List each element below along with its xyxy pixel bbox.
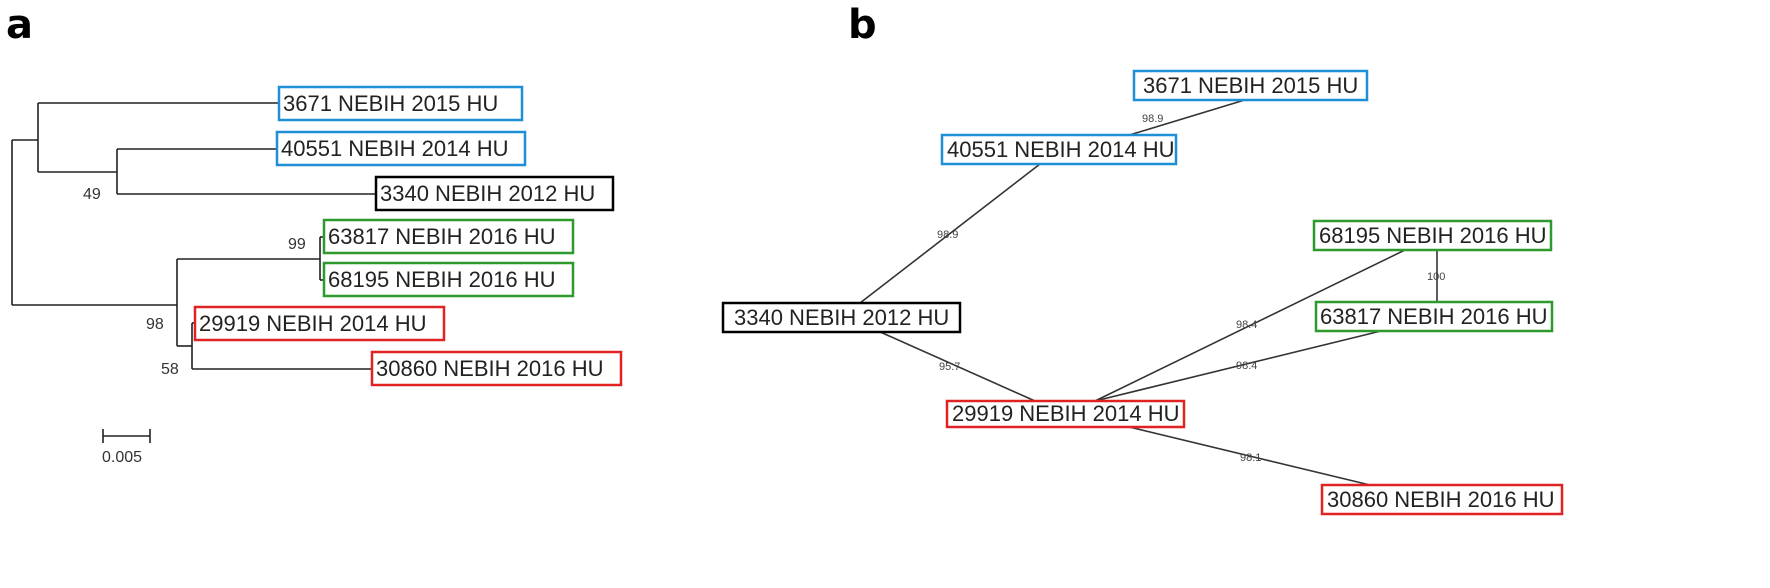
node-frame	[1312, 219, 1553, 252]
panel-a-tree-branches	[11, 102, 376, 370]
node-box: 68195 NEBIH 2016 HU	[1312, 219, 1553, 252]
edge-label: 98.1	[1240, 452, 1261, 464]
node-label: 30860 NEBIH 2016 HU	[1327, 487, 1554, 512]
support-value: 49	[83, 186, 101, 203]
node-frame	[721, 301, 962, 334]
leaf-box: 30860 NEBIH 2016 HU	[370, 350, 623, 387]
edge-63817-29919	[1094, 329, 1386, 402]
panel-b-edge-labels: 98.9 98.9 100 98.4 98.4 95.7 98.1	[937, 113, 1445, 464]
leaf-frame	[370, 350, 623, 387]
edge-label: 98.4	[1236, 319, 1257, 331]
node-box: 3671 NEBIH 2015 HU	[1132, 69, 1369, 102]
node-frame	[940, 133, 1178, 166]
leaf-box: 3671 NEBIH 2015 HU	[277, 85, 524, 122]
leaf-label: 68195 NEBIH 2016 HU	[328, 267, 555, 292]
edge-label: 98.9	[1142, 113, 1163, 125]
edge-40551-3340	[859, 163, 1041, 304]
node-box: 30860 NEBIH 2016 HU	[1320, 483, 1564, 516]
panel-a-supports: 49 99 98 58	[83, 186, 306, 378]
edge-3340-29919	[877, 330, 1036, 402]
scale-bar-label: 0.005	[102, 449, 142, 466]
leaf-box: 68195 NEBIH 2016 HU	[322, 261, 575, 298]
support-value: 98	[146, 316, 164, 333]
node-box: 3340 NEBIH 2012 HU	[721, 301, 962, 334]
leaf-label: 3671 NEBIH 2015 HU	[283, 91, 498, 116]
leaf-label: 3340 NEBIH 2012 HU	[380, 181, 595, 206]
node-box: 29919 NEBIH 2014 HU	[945, 399, 1186, 429]
leaf-label: 30860 NEBIH 2016 HU	[376, 356, 603, 381]
leaf-frame	[374, 175, 615, 212]
leaf-box: 40551 NEBIH 2014 HU	[275, 130, 527, 167]
edge-label: 100	[1427, 271, 1445, 283]
node-label: 63817 NEBIH 2016 HU	[1320, 304, 1547, 329]
node-frame	[1320, 483, 1564, 516]
panel-a: a 49 99 98 5	[6, 2, 623, 466]
panel-a-leaves: 3671 NEBIH 2015 HU 40551 NEBIH 2014 HU 3…	[193, 85, 623, 387]
edge-29919-30860	[1124, 425, 1371, 486]
panel-b: b 98.9 98.9 100 98.4 98.4 95.7 98.1 3671…	[721, 2, 1564, 516]
leaf-label: 29919 NEBIH 2014 HU	[199, 311, 426, 336]
leaf-frame	[275, 130, 527, 167]
edge-label: 98.4	[1236, 360, 1257, 372]
leaf-box: 29919 NEBIH 2014 HU	[193, 305, 446, 342]
leaf-frame	[322, 261, 575, 298]
support-value: 99	[288, 236, 306, 253]
leaf-label: 63817 NEBIH 2016 HU	[328, 224, 555, 249]
node-frame	[945, 399, 1186, 429]
leaf-frame	[322, 218, 575, 255]
node-frame	[1314, 300, 1554, 333]
node-label: 3671 NEBIH 2015 HU	[1143, 73, 1358, 98]
node-box: 63817 NEBIH 2016 HU	[1314, 300, 1554, 333]
leaf-label: 40551 NEBIH 2014 HU	[281, 136, 508, 161]
edge-68195-29919	[1094, 249, 1406, 402]
node-label: 29919 NEBIH 2014 HU	[952, 401, 1179, 426]
node-label: 40551 NEBIH 2014 HU	[947, 137, 1174, 162]
leaf-box: 63817 NEBIH 2016 HU	[322, 218, 575, 255]
panel-a-letter: a	[6, 2, 33, 48]
leaf-frame	[193, 305, 446, 342]
edge-label: 95.7	[939, 361, 960, 373]
node-label: 3340 NEBIH 2012 HU	[734, 305, 949, 330]
edge-label: 98.9	[937, 229, 958, 241]
support-value: 58	[161, 361, 179, 378]
panel-b-letter: b	[848, 2, 877, 48]
leaf-frame	[277, 85, 524, 122]
panel-b-nodes: 3671 NEBIH 2015 HU 40551 NEBIH 2014 HU 6…	[721, 69, 1564, 516]
node-frame	[1132, 69, 1369, 102]
leaf-box: 3340 NEBIH 2012 HU	[374, 175, 615, 212]
node-box: 40551 NEBIH 2014 HU	[940, 133, 1178, 166]
node-label: 68195 NEBIH 2016 HU	[1319, 223, 1546, 248]
scale-bar: 0.005	[102, 429, 151, 466]
